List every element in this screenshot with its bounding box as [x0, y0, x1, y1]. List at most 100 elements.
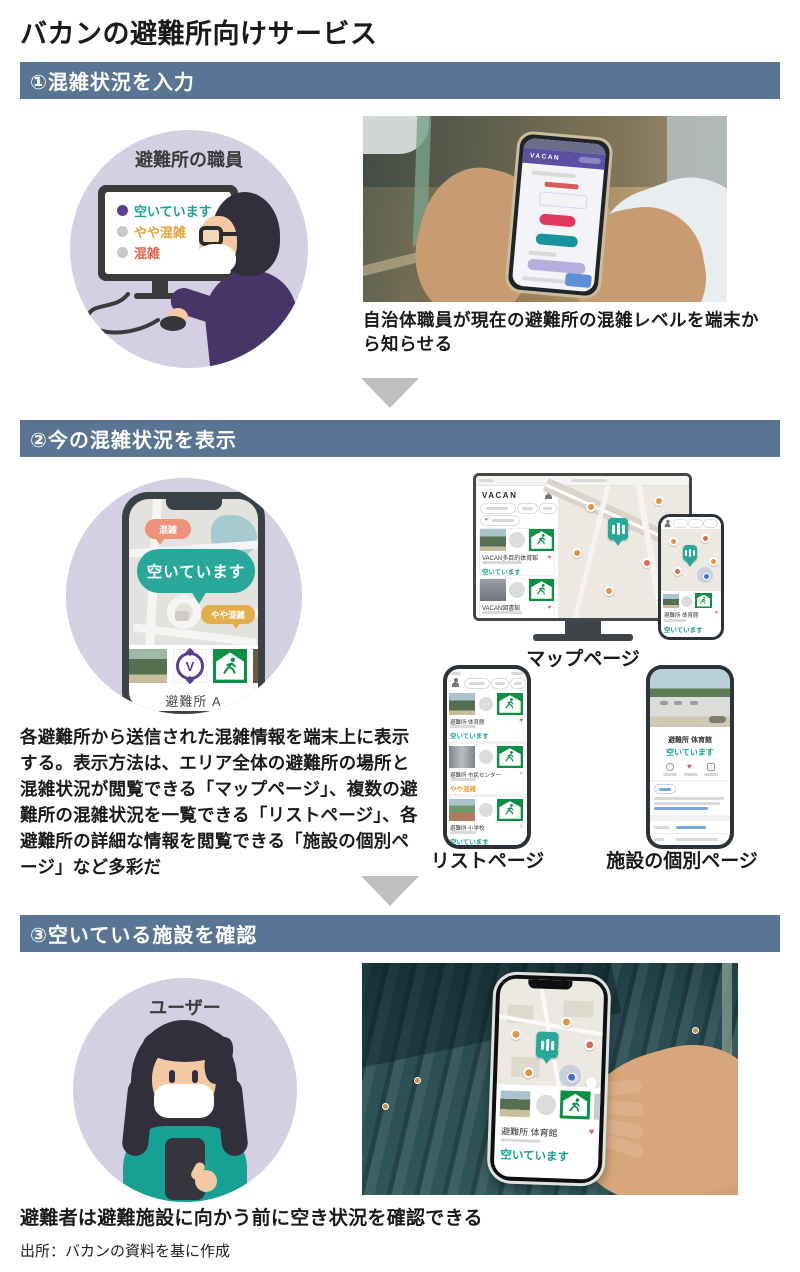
map-marker-red [673, 567, 682, 576]
facility-thumbnail [499, 1090, 531, 1118]
heart-icon[interactable]: ♥ [519, 824, 523, 830]
heart-icon[interactable]: ♥ [547, 605, 551, 611]
status-circle [509, 582, 525, 598]
phone-notch [166, 499, 222, 510]
input-box[interactable] [538, 191, 588, 210]
window-detail [660, 701, 668, 705]
status-circle [479, 803, 493, 817]
filter-chip[interactable] [673, 519, 688, 528]
filter-chip[interactable] [703, 519, 718, 528]
photo-count-chip[interactable] [709, 716, 726, 723]
map-marker-orange [572, 548, 582, 558]
filter-chip[interactable] [539, 503, 557, 514]
user-eye [169, 1070, 175, 1083]
heart-icon[interactable]: ♥ [715, 610, 718, 616]
filter-chip[interactable] [464, 678, 490, 689]
evacuation-sign-icon [213, 649, 247, 683]
facility-card[interactable]: 避難所 体育館 ♥ 空いています [493, 1084, 603, 1180]
heart-icon[interactable]: ♥ [519, 718, 523, 724]
text-placeholder [654, 802, 720, 805]
option-vacant-label: 空いています [134, 204, 212, 219]
vacant-bubble-label: 空いています [146, 564, 246, 581]
map-marker-orange [586, 502, 596, 512]
icon-label [684, 773, 698, 776]
filter-chip[interactable] [491, 678, 509, 689]
facility-photo [650, 669, 730, 727]
list-card[interactable]: 避難所 体育館 ♥ 空いています [447, 691, 527, 741]
facility-card[interactable]: VACAN多目的体育館 空いています ♥ [480, 529, 554, 576]
label-placeholder [654, 826, 670, 829]
list-card[interactable]: 避難所 小学校 ♥ 空いています [447, 797, 527, 845]
section1-header-bar: ①混雑状況を入力 [20, 62, 780, 99]
heart-icon[interactable]: ♥ [687, 762, 692, 771]
teal-pill-button[interactable] [535, 233, 579, 248]
facility-name: 避難所 体育館 [668, 737, 712, 744]
status-circle [509, 532, 525, 548]
red-text-placeholder [544, 181, 579, 190]
glasses-icon [199, 226, 223, 246]
phone-link-placeholder[interactable] [676, 826, 706, 829]
shelter-card[interactable]: V 避難所 A [129, 645, 258, 711]
map-marker-orange [510, 1028, 522, 1041]
blue-button[interactable] [564, 272, 592, 289]
photo-phone: VACAN [504, 130, 614, 300]
facility-card[interactable]: VACAN図書館 ♥ [480, 579, 554, 618]
filter-chip[interactable] [517, 503, 538, 514]
location-dot [703, 573, 710, 580]
list-card[interactable]: 避難所 市民センター ♥ やや混雑 [447, 744, 527, 794]
section3-caption: 避難者は避難施設に向かう前に空き状況を確認できる [20, 1208, 483, 1229]
source-note: 出所：バカンの資料を基に作成 [20, 1243, 231, 1260]
heart-icon[interactable]: ♥ [519, 771, 523, 777]
red-pill-button[interactable] [539, 213, 576, 228]
page-title: バカンの避難所向けサービス [20, 19, 378, 49]
list-page-screen: 避難所 体育館 ♥ 空いています 避難所 市民センター ♥ やや混雑 避難所 小… [447, 669, 527, 845]
radio-selected-icon [117, 205, 128, 216]
share-icon[interactable]: ↑ [707, 763, 715, 771]
vacan-logo: VACAN [529, 152, 561, 162]
evacuation-sign-icon [497, 799, 523, 821]
vacan-v-icon: V [185, 658, 195, 674]
face-mask [196, 244, 236, 274]
radio-unselected-icon [117, 226, 128, 237]
account-icon[interactable] [664, 519, 671, 527]
mouse-icon [160, 316, 186, 331]
vacan-logo: VACAN [482, 491, 518, 500]
filter-chip[interactable] [510, 678, 526, 689]
text-placeholder [450, 725, 476, 728]
filter-chip[interactable] [688, 519, 703, 528]
facility-thumbnail [449, 746, 475, 768]
step-light [382, 1103, 389, 1110]
facility-status: 空いています [450, 733, 489, 740]
facility-status: 空いています [500, 1149, 570, 1164]
settings-icon[interactable] [666, 763, 674, 771]
option-vacant: 空いています [117, 201, 212, 220]
favorites-chip[interactable]: ♥ [480, 515, 520, 526]
map-marker-red [701, 534, 710, 543]
shelter-thumbnail-photo [129, 649, 167, 683]
map-marker-orange [669, 537, 678, 546]
monitor: 空いています やや混雑 混雑 [98, 185, 238, 281]
list-page-caption: リストページ [430, 851, 545, 872]
facility-thumbnail [480, 529, 506, 551]
staff-label: 避難所の職員 [135, 150, 243, 170]
tag-chip[interactable] [654, 784, 676, 794]
map-marker-red [584, 1039, 596, 1051]
partial-thumbnail [253, 649, 258, 683]
filter-chip[interactable] [480, 503, 516, 514]
account-icon[interactable] [451, 678, 460, 687]
flow-arrow-down-icon [361, 378, 419, 408]
facility-card[interactable]: 避難所 体育館 ♥ 空いています [661, 591, 721, 637]
map-marker-red [642, 558, 652, 568]
lavender-pill-button[interactable] [527, 258, 586, 275]
heart-icon[interactable]: ♥ [588, 1126, 595, 1137]
header-chip [578, 156, 602, 165]
heart-icon[interactable]: ♥ [547, 555, 551, 561]
evacuation-sign-icon [559, 1090, 591, 1120]
facility-name: 避難所 体育館 [500, 1126, 558, 1139]
evacuation-sign-icon [497, 693, 523, 715]
section1-photo-caption: 自治体職員が現在の避難所の混雑レベルを端末から知らせる [363, 310, 759, 355]
busy-bubble: 混雑 [145, 519, 191, 545]
link-placeholder[interactable] [654, 807, 708, 810]
staff-illustration: 避難所の職員 空いています やや混雑 混雑 [70, 130, 308, 368]
map-page-caption: マップページ [526, 649, 640, 670]
